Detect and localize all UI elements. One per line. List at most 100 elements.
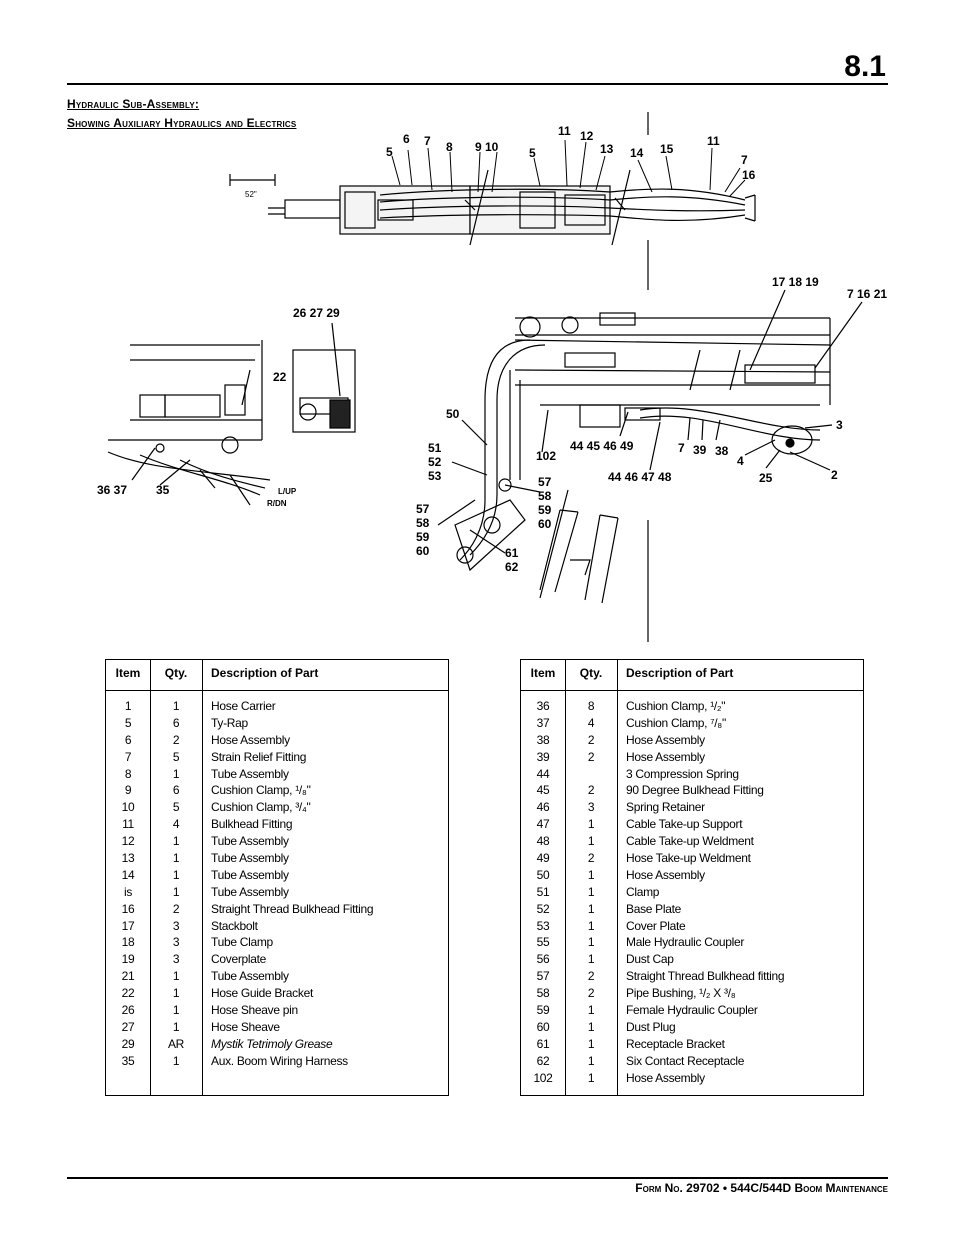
item-cell: 51 (536, 884, 550, 899)
table-row: 1 1 Hose Carrier (106, 698, 448, 715)
item-cell: 26 (121, 1003, 135, 1018)
callout-label: 39 (693, 443, 707, 457)
qty-cell: 1 (172, 834, 180, 849)
callout-label: 2 (831, 468, 838, 482)
callout-label: 44 46 47 48 (608, 470, 672, 484)
qty-cell: 2 (587, 732, 595, 747)
description-cell: Cushion Clamp, ⁷/₈" (626, 715, 726, 730)
table-row: 53 1 Cover Plate (521, 918, 863, 935)
callout-label: 7 16 21 (847, 287, 887, 301)
description-cell: Tube Assembly (211, 766, 289, 781)
callout-label: 4 (737, 454, 744, 468)
qty-cell: 1 (587, 1053, 595, 1068)
description-cell: Hose Carrier (211, 699, 276, 713)
qty-cell: 1 (587, 918, 595, 933)
qty-cell: 8 (587, 699, 595, 713)
description-cell: Tube Assembly (211, 851, 289, 866)
callout-label: 7 (424, 134, 431, 148)
description-cell: Strain Relief Fitting (211, 749, 307, 764)
description-cell: Hose Assembly (626, 732, 705, 747)
page-number: 8.1 (844, 50, 886, 83)
item-cell: 61 (536, 1036, 550, 1051)
callout-label: 57 (538, 475, 552, 489)
callout-label: 26 27 29 (293, 306, 340, 320)
callout-label: 57 (416, 502, 430, 516)
qty-cell: 1 (172, 699, 180, 713)
description-cell: 90 Degree Bulkhead Fitting (626, 783, 764, 798)
header-description: Description of Part (211, 666, 319, 680)
description-cell: Tube Assembly (211, 969, 289, 984)
item-cell: 27 (121, 1019, 135, 1034)
item-cell: 13 (121, 851, 135, 866)
callout-label: 11 (707, 134, 720, 148)
qty-cell: 1 (587, 1019, 595, 1034)
qty-cell: 2 (587, 986, 595, 1001)
qty-cell: 1 (587, 867, 595, 882)
item-cell: 21 (121, 969, 135, 984)
item-cell: 53 (536, 918, 550, 933)
footer-text: Form No. 29702 • 544C/544D Boom Maintena… (635, 1181, 888, 1195)
description-cell: Dust Plug (626, 1019, 676, 1034)
description-cell: Hose Assembly (211, 732, 290, 747)
item-cell: 102 (533, 1070, 553, 1085)
qty-cell: 1 (587, 817, 595, 832)
item-cell: 1 (124, 699, 132, 713)
item-cell: 29 (121, 1036, 135, 1051)
qty-cell: 2 (587, 783, 595, 798)
callout-label: 59 (416, 530, 430, 544)
item-cell: 57 (536, 969, 550, 984)
item-cell: 9 (124, 783, 132, 798)
description-cell: Receptacle Bracket (626, 1036, 725, 1051)
description-cell: Spring Retainer (626, 800, 705, 815)
qty-cell: 1 (172, 766, 180, 781)
qty-cell: 1 (587, 901, 595, 916)
description-cell: Straight Thread Bulkhead fitting (626, 969, 785, 984)
qty-cell: 1 (587, 1003, 595, 1018)
qty-cell: 1 (587, 935, 595, 950)
callout-label: 6 (403, 132, 410, 146)
qty-cell: 6 (172, 715, 180, 730)
item-cell: 5 (124, 715, 132, 730)
item-cell: 50 (536, 867, 550, 882)
right-detail-drawing (437, 289, 863, 604)
item-cell: 46 (536, 800, 550, 815)
description-cell: Hose Assembly (626, 1070, 705, 1085)
qty-cell: 1 (587, 952, 595, 967)
description-cell: Bulkhead Fitting (211, 817, 293, 832)
item-cell: 14 (121, 867, 135, 882)
header-item: Item (115, 666, 141, 680)
qty-cell: 1 (587, 884, 595, 899)
callout-label: 102 (536, 449, 556, 463)
header-description: Description of Part (626, 666, 734, 680)
callout-label: 12 (580, 129, 594, 143)
item-cell: 49 (536, 851, 550, 866)
hydraulic-assembly-diagram: 52" 5 6 7 8 9 10 5 11 12 13 14 15 11 7 1… (97, 112, 887, 642)
description-cell: Cover Plate (626, 918, 686, 933)
item-cell: 19 (121, 952, 135, 967)
description-cell: Tube Assembly (211, 834, 289, 849)
column-divider (617, 660, 618, 1095)
switch-label: L/UP (278, 487, 297, 496)
item-cell: 17 (121, 918, 135, 933)
description-cell: Six Contact Receptacle (626, 1053, 745, 1068)
item-cell: 22 (121, 986, 135, 1001)
left-detail-drawing (107, 340, 271, 506)
header-rule (67, 83, 888, 85)
item-cell: 39 (536, 749, 550, 764)
